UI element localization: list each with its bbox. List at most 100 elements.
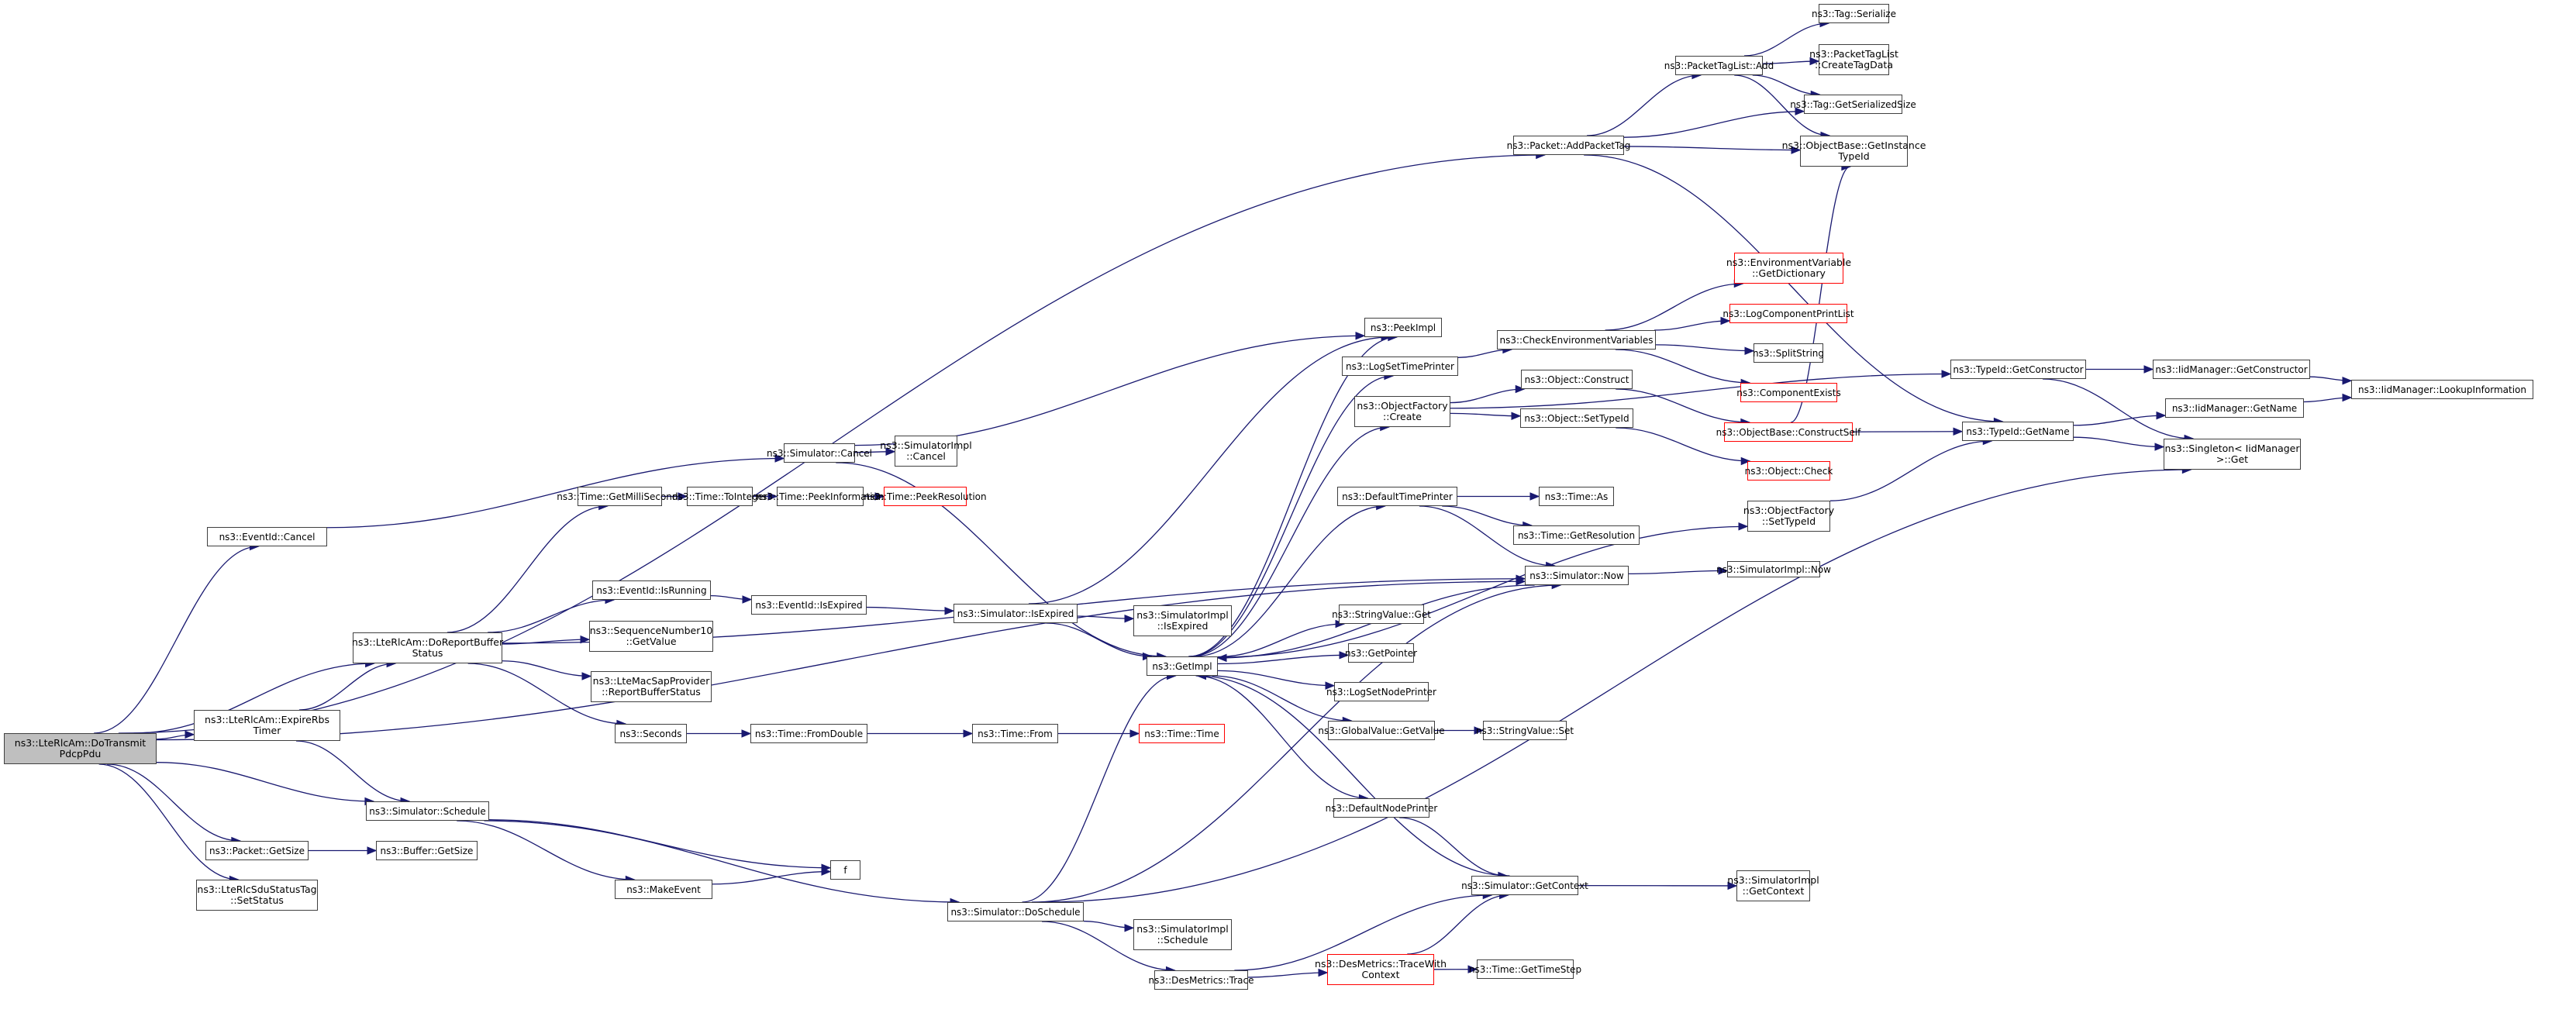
node-tointeger[interactable]: ns3::Time::ToInteger [672,487,767,506]
edge-expirerbs-to-doreportbuffer [298,663,396,711]
node-fromdouble[interactable]: ns3::Time::FromDouble [750,724,867,743]
node-sim-isexpired[interactable]: ns3::Simulator::IsExpired [953,604,1078,623]
node-eventid-isexpired[interactable]: ns3::EventId::IsExpired [751,595,867,615]
edge-objfactory_create-to-obj_settypeid [1450,412,1521,417]
edge-expirerbs-to-sim_schedule [295,740,410,802]
node-peekimpl[interactable]: ns3::PeekImpl [1364,318,1442,337]
node-typeid-getconstructor[interactable]: ns3::TypeId::GetConstructor [1950,360,2086,379]
node-desmetrics-trace[interactable]: ns3::DesMetrics::Trace [1149,970,1254,990]
node-getinstancetypeid[interactable]: ns3::ObjectBase::GetInstance TypeId [1782,136,1926,167]
node-iid-getconstructor[interactable]: ns3::IidManager::GetConstructor [2153,360,2310,379]
arrowhead-icon [581,672,592,680]
node-label: ns3::IidManager::LookupInformation [2358,384,2526,395]
node-tag-serialize[interactable]: ns3::Tag::Serialize [1812,4,1896,23]
node-createtagdata[interactable]: ns3::PacketTagList ::CreateTagData [1809,44,1898,75]
node-logsetnodeprinter[interactable]: ns3::LogSetNodePrinter [1326,682,1436,701]
node-sdustatus[interactable]: ns3::LteRlcSduStatusTag ::SetStatus [196,880,318,911]
node-simimpl-isexpired[interactable]: ns3::SimulatorImpl ::IsExpired [1133,605,1232,636]
node-label: ns3::MakeEvent [626,884,701,895]
node-tag-getserializedsize[interactable]: ns3::Tag::GetSerializedSize [1790,95,1916,114]
node-stringvalue-get[interactable]: ns3::StringValue::Get [1332,605,1431,624]
node-typeid-getname[interactable]: ns3::TypeId::GetName [1962,422,2074,441]
node-simimpl-cancel[interactable]: ns3::SimulatorImpl ::Cancel [880,436,972,467]
node-defaultnodeprinter[interactable]: ns3::DefaultNodePrinter [1326,798,1437,818]
node-constructself[interactable]: ns3::ObjectBase::ConstructSelf [1716,422,1860,442]
edge-sim_cancel-to-peekimpl [854,335,1365,446]
node-packet-getsize[interactable]: ns3::Packet::GetSize [205,841,309,860]
edge-checkenv-to-splitstring [1655,344,1754,352]
node-peekinfo[interactable]: ns3::Time::PeekInformation [756,487,885,506]
node-simimpl-getcontext[interactable]: ns3::SimulatorImpl ::GetContext [1727,870,1819,901]
edge-sim_schedule-to-makeevent [457,820,635,880]
node-addpackettag[interactable]: ns3::Packet::AddPacketTag [1507,136,1630,155]
node-checkenv[interactable]: ns3::CheckEnvironmentVariables [1497,330,1656,350]
node-singleton-get[interactable]: ns3::Singleton< IidManager >::Get [2164,439,2301,470]
node-getimpl[interactable]: ns3::GetImpl [1147,656,1218,676]
node-tracewithcontext[interactable]: ns3::DesMetrics::TraceWith Context [1315,954,1447,985]
node-sim-schedule[interactable]: ns3::Simulator::Schedule [366,801,489,821]
node-makeevent[interactable]: ns3::MakeEvent [615,880,712,899]
node-time-from[interactable]: ns3::Time::From [972,724,1058,743]
node-eventid-cancel[interactable]: ns3::EventId::Cancel [207,527,327,546]
node-logcompprintlist[interactable]: ns3::LogComponentPrintList [1723,304,1854,323]
node-logsettimeprinter[interactable]: ns3::LogSetTimePrinter [1342,357,1458,376]
node-packettaglist-add[interactable]: ns3::PacketTagList::Add [1664,56,1774,75]
node-globalvalue-getvalue[interactable]: ns3::GlobalValue::GetValue [1318,721,1445,740]
node-stringvalue-set[interactable]: ns3::StringValue::Set [1476,721,1574,740]
node-defaulttimeprinter[interactable]: ns3::DefaultTimePrinter [1337,487,1457,506]
node-sim-cancel[interactable]: ns3::Simulator::Cancel [767,443,872,463]
edge-root-to-eventid_cancel [94,546,259,734]
node-seqnum[interactable]: ns3::SequenceNumber10 ::GetValue [589,621,713,652]
arrowhead-icon [580,635,591,644]
node-envvar-getdict[interactable]: ns3::EnvironmentVariable ::GetDictionary [1726,253,1851,284]
edge-addpackettag-to-tag_getserializedsize [1623,111,1805,138]
node-doschedule[interactable]: ns3::Simulator::DoSchedule [947,902,1084,921]
node-splitstring[interactable]: ns3::SplitString [1753,343,1824,363]
node-label: ns3::Simulator::Now [1529,570,1624,581]
node-objfactory-create[interactable]: ns3::ObjectFactory ::Create [1354,396,1450,427]
edge-defaulttimeprinter-to-time_getres [1442,505,1532,526]
arrowhead-icon [367,846,378,855]
node-label: ns3::GetImpl [1152,660,1212,672]
node-label: ns3::SimulatorImpl::Now [1716,563,1831,575]
edge-doschedule-to-singleton_get [1041,469,2191,903]
arrowhead-icon [1515,384,1526,394]
node-iid-lookup[interactable]: ns3::IidManager::LookupInformation [2351,380,2533,399]
node-simimpl-schedule[interactable]: ns3::SimulatorImpl ::Schedule [1133,919,1232,950]
arrowhead-icon [1325,681,1336,690]
node-obj-settypeid[interactable]: ns3::Object::SetTypeId [1520,408,1633,428]
node-buffer-getsize[interactable]: ns3::Buffer::GetSize [376,841,478,860]
node-componentexists[interactable]: ns3::ComponentExists [1736,383,1841,402]
edge-constructself-to-getinstancetypeid [1790,166,1851,423]
node-obj-construct[interactable]: ns3::Object::Construct [1521,370,1633,389]
node-iid-getname[interactable]: ns3::IidManager::GetName [2165,398,2304,418]
node-getmilli[interactable]: ns3::Time::GetMilliSeconds [557,487,683,506]
arrowhead-icon [1720,316,1731,326]
node-root[interactable]: ns3::LteRlcAm::DoTransmit PdcpPdu [4,733,157,764]
node-time-getres[interactable]: ns3::Time::GetResolution [1513,525,1640,545]
node-label: ns3::LteMacSapProvider ::ReportBufferSta… [592,675,710,698]
node-time-time[interactable]: ns3::Time::Time [1139,724,1225,743]
node-getpointer[interactable]: ns3::GetPointer [1345,643,1417,663]
node-doreportbuffer[interactable]: ns3::LteRlcAm::DoReportBuffer Status [352,632,503,663]
node-time-as[interactable]: ns3::Time::As [1539,487,1614,506]
node-obj-check[interactable]: ns3::Object::Check [1745,461,1833,481]
node-label: ns3::Tag::GetSerializedSize [1790,98,1916,110]
node-seconds[interactable]: ns3::Seconds [615,724,687,743]
edge-root-to-sim_schedule [156,762,374,802]
node-objfactory-settypeid[interactable]: ns3::ObjectFactory ::SetTypeId [1743,501,1834,532]
node-sim-now[interactable]: ns3::Simulator::Now [1525,566,1629,585]
edge-desmetrics_trace-to-sim_getcontext [1234,894,1492,971]
node-peekres[interactable]: ns3::Time::PeekResolution [864,487,987,506]
node-macsap[interactable]: ns3::LteMacSapProvider ::ReportBufferSta… [591,671,712,702]
node-label: f [843,864,847,876]
node-expirerbs[interactable]: ns3::LteRlcAm::ExpireRbs Timer [194,710,340,741]
node-simimpl-now[interactable]: ns3::SimulatorImpl::Now [1716,561,1831,577]
node-f[interactable]: f [830,860,860,880]
node-sim-getcontext[interactable]: ns3::Simulator::GetContext [1461,876,1588,895]
arrowhead-icon [1740,456,1751,466]
node-isrunning[interactable]: ns3::EventId::IsRunning [592,580,711,600]
node-gettimestep[interactable]: ns3::Time::GetTimeStep [1469,959,1581,979]
node-label: ns3::Buffer::GetSize [380,845,474,856]
